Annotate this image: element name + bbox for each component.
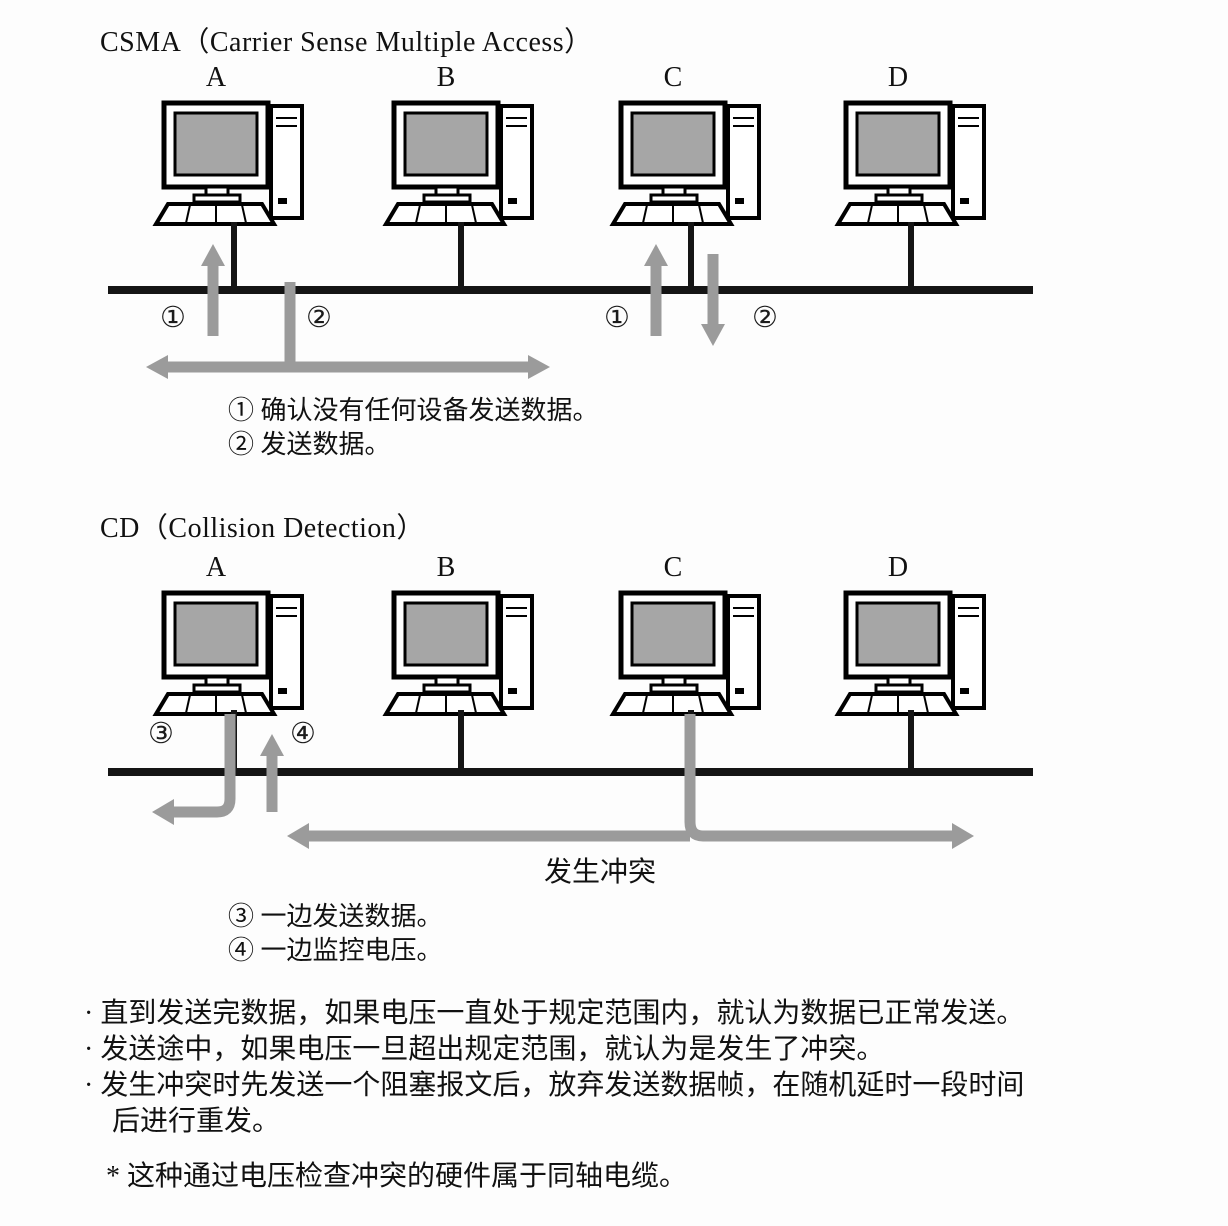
drop-line [688, 710, 694, 772]
csma-mark-c-sense: ① [604, 300, 630, 334]
notes: · 直到发送完数据，如果电压一直处于规定范围内，就认为数据已正常发送。 · 发送… [84, 996, 1044, 1140]
cd-a-send-arrowhead [152, 799, 174, 825]
caption-line: ② 发送数据。 [228, 430, 391, 459]
cd-bus-line [108, 768, 1033, 776]
csma-station-c: C [607, 62, 777, 240]
drop-line [908, 710, 914, 772]
collision-label: 发生冲突 [543, 857, 656, 888]
csma-a-send-right-arrowhead [528, 355, 550, 379]
csma-captions: ① 确认没有任何设备发送数据。 ② 发送数据。 [228, 394, 599, 462]
note: · 发送途中，如果电压一旦超出规定范围，就认为是发生了冲突。 [84, 1034, 885, 1065]
computer-icon [832, 590, 1002, 730]
cd-mark-monitor: ④ [290, 716, 316, 750]
cd-station-c: C [607, 552, 777, 730]
csma-bus-line [108, 286, 1033, 294]
caption-line: ① 确认没有任何设备发送数据。 [228, 396, 599, 425]
cd-station-a: A [150, 552, 320, 730]
csma-station-a: A [150, 62, 320, 240]
drop-line [458, 222, 464, 290]
drop-line [688, 222, 694, 290]
computer-icon [607, 100, 777, 240]
csma-mark-a-send: ② [306, 300, 332, 334]
cd-captions: ③ 一边发送数据。 ④ 一边监控电压。 [228, 900, 443, 968]
note: · 直到发送完数据，如果电压一直处于规定范围内，就认为数据已正常发送。 [84, 998, 1025, 1029]
drop-line [458, 710, 464, 772]
computer-icon [150, 100, 320, 240]
station-label: C [663, 552, 683, 583]
station-label: A [205, 62, 227, 93]
caption-line: ③ 一边发送数据。 [228, 902, 443, 931]
station-label: D [887, 62, 909, 93]
drop-line [908, 222, 914, 290]
csma-a-sense-arrowhead [201, 244, 225, 266]
computer-icon [832, 100, 1002, 240]
station-label: A [205, 552, 227, 583]
station-label: D [887, 552, 909, 583]
cd-station-d: D [832, 552, 1002, 730]
cd-a-monitor-arrowhead [260, 734, 284, 756]
cd-mark-send: ③ [148, 716, 174, 750]
csma-mark-a-sense: ① [160, 300, 186, 334]
station-label: C [663, 62, 683, 93]
computer-icon [380, 590, 550, 730]
footnote: * 这种通过电压检查冲突的硬件属于同轴电缆。 [106, 1161, 688, 1192]
computer-icon [150, 590, 320, 730]
note: · 发生冲突时先发送一个阻塞报文后，放弃发送数据帧，在随机延时一段时间后进行重发… [84, 1070, 1025, 1137]
computer-icon [607, 590, 777, 730]
caption-line: ④ 一边监控电压。 [228, 936, 443, 965]
station-label: B [436, 552, 456, 583]
csma-c-receive-arrowhead [701, 324, 725, 346]
drop-line [231, 710, 237, 772]
csma-station-d: D [832, 62, 1002, 240]
cd-station-b: B [380, 552, 550, 730]
csma-title: CSMA（Carrier Sense Multiple Access） [100, 27, 593, 58]
csma-mark-c-receive: ② [752, 300, 778, 334]
csma-station-b: B [380, 62, 550, 240]
csma-a-send-left-arrowhead [146, 355, 168, 379]
station-label: B [436, 62, 456, 93]
drop-line [231, 222, 237, 290]
computer-icon [380, 100, 550, 240]
cd-collision-right-arrowhead [952, 823, 974, 849]
cd-collision-left-arrowhead [287, 823, 309, 849]
cd-title: CD（Collision Detection） [100, 513, 425, 544]
csma-c-sense-arrowhead [644, 244, 668, 266]
